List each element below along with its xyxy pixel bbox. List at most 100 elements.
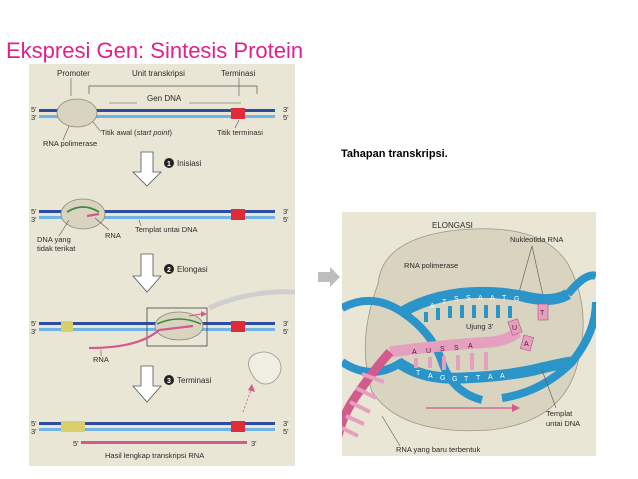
- promoter-region-3: [61, 321, 73, 332]
- top-base-1: A: [430, 303, 435, 310]
- nukleotida-leader-2: [531, 245, 545, 301]
- nukleotida-label: Nukleotida RNA: [510, 235, 563, 244]
- step3-number: 3: [167, 378, 171, 385]
- down-arrow-3: [132, 365, 162, 403]
- rna-base-4: S: [454, 345, 459, 352]
- step2-number-badge: [164, 264, 174, 274]
- elongasi-title: ELONGASI: [432, 221, 473, 230]
- five-prime-2b: 5': [283, 215, 289, 224]
- dna-strand-bottom-1: [39, 115, 275, 118]
- top-base-6: A: [490, 295, 495, 302]
- rna-base-2: U: [426, 348, 431, 355]
- templat-label-1: Templat: [546, 409, 573, 418]
- dna-strand-top-4: [39, 422, 275, 425]
- five-prime-3b: 5': [283, 327, 289, 336]
- rna-being-built: [389, 327, 522, 358]
- rna-baru-label: RNA yang baru terbentuk: [396, 445, 480, 454]
- rna-polimerase-label-right: RNA polimerase: [404, 261, 458, 270]
- terminator-region-2: [231, 209, 245, 220]
- helix-strand-d: [564, 271, 596, 297]
- rna-base-1: A: [412, 349, 417, 356]
- terminator-region-4: [231, 421, 245, 432]
- top-base-5: A: [478, 295, 483, 302]
- down-arrow-2: [132, 253, 162, 293]
- tidak-terikat-label: tidak terikat: [37, 244, 76, 253]
- unit-bracket: [88, 85, 258, 94]
- template-strand: [394, 356, 573, 384]
- nucleotide-1-letter: U: [512, 325, 517, 332]
- template-base-4: G: [452, 376, 457, 383]
- direction-arrowhead: [512, 404, 520, 412]
- dna-strand-top-1: [39, 109, 275, 112]
- nucleotide-2: [537, 303, 549, 321]
- template-base-2: A: [428, 373, 433, 380]
- rna-label-b: RNA: [93, 355, 109, 364]
- rna-polymerase-2: [60, 198, 106, 230]
- top-base-3: S: [454, 296, 459, 303]
- top-base-4: S: [466, 295, 471, 302]
- templat-label-2: untai DNA: [546, 419, 580, 428]
- rna-strand-3: [88, 324, 194, 350]
- rna-label-a: RNA: [105, 231, 121, 240]
- rna-base-5: A: [468, 343, 473, 350]
- terminator-region-1: [231, 108, 245, 119]
- five-prime-1a: 5': [31, 105, 37, 114]
- step3-number-badge: [164, 375, 174, 385]
- terminasi-top-label: Terminasi: [221, 69, 255, 78]
- step1-number-badge: [164, 158, 174, 168]
- rna-polimerase-leader: [62, 125, 70, 141]
- template-base-8: A: [500, 373, 505, 380]
- hasil-label: Hasil lengkap transkripsi RNA: [105, 451, 204, 460]
- rna-tail-bases: [342, 372, 385, 438]
- gen-dna-label: Gen DNA: [147, 94, 182, 103]
- free-nucleotides: U T A: [507, 303, 549, 352]
- titik-terminasi-leader: [234, 119, 240, 129]
- three-prime-rna: 3': [251, 439, 257, 448]
- five-prime-2a: 5': [31, 207, 37, 216]
- top-base-ticks: [424, 305, 512, 322]
- three-prime-3b: 3': [283, 319, 289, 328]
- helix-strand-a: [342, 296, 484, 404]
- nucleotide-3-letter: A: [524, 341, 529, 348]
- step3-label: Terminasi: [177, 376, 211, 385]
- template-base-letters: T A G G T T A A: [416, 370, 505, 383]
- dna-yang-leader: [58, 219, 70, 237]
- terminator-region-3: [231, 321, 245, 332]
- dna-strand-bottom-2: [39, 216, 275, 219]
- step1-label: Inisiasi: [177, 159, 202, 168]
- rna-polymerase-3: [154, 311, 204, 341]
- nukleotida-leader-1: [517, 245, 533, 297]
- titik-terminasi-label: Titik terminasi: [217, 128, 263, 137]
- titik-awal-label: Titik awal (start point): [101, 128, 173, 137]
- elongation-arrow: [188, 313, 202, 317]
- promoter-region-4: [61, 421, 85, 432]
- top-open-strand: [399, 286, 571, 317]
- complete-rna-strand: [81, 441, 247, 444]
- templat-right-leader: [541, 369, 557, 409]
- elongation-arrowhead: [201, 311, 207, 317]
- released-polymerase: [248, 351, 282, 385]
- step2-label: Elongasi: [177, 265, 208, 274]
- top-base-8: G: [514, 296, 519, 303]
- step2-number: 2: [167, 267, 171, 274]
- elongation-detail-diagram: ELONGASI Nukleotida RNA RNA polimerase A…: [342, 221, 596, 454]
- titik-awal-leader: [92, 121, 102, 133]
- ujung3-label: Ujung 3': [466, 322, 494, 331]
- dna-strand-bottom-4: [39, 428, 275, 431]
- dna-strand-top-2: [39, 210, 275, 213]
- elongation-detail-panel: ELONGASI Nukleotida RNA RNA polimerase A…: [342, 212, 596, 456]
- release-arrowhead: [248, 384, 255, 392]
- rna-baru-leader: [381, 415, 401, 447]
- arrow-to-zoom: [316, 264, 342, 290]
- transcription-steps-panel: Promoter Unit transkripsi Terminasi Gen …: [29, 64, 295, 466]
- polymerase-blob: [364, 228, 584, 432]
- template-base-7: A: [488, 374, 493, 381]
- five-prime-1b: 5': [283, 113, 289, 122]
- five-prime-rna: 5': [73, 439, 79, 448]
- top-base-2: T: [442, 299, 447, 306]
- three-prime-3a: 3': [31, 327, 37, 336]
- unwound-dna-2: [66, 206, 100, 213]
- rna-short-2: [86, 212, 100, 218]
- five-prime-4a: 5': [31, 419, 37, 428]
- promoter-label: Promoter: [57, 69, 90, 78]
